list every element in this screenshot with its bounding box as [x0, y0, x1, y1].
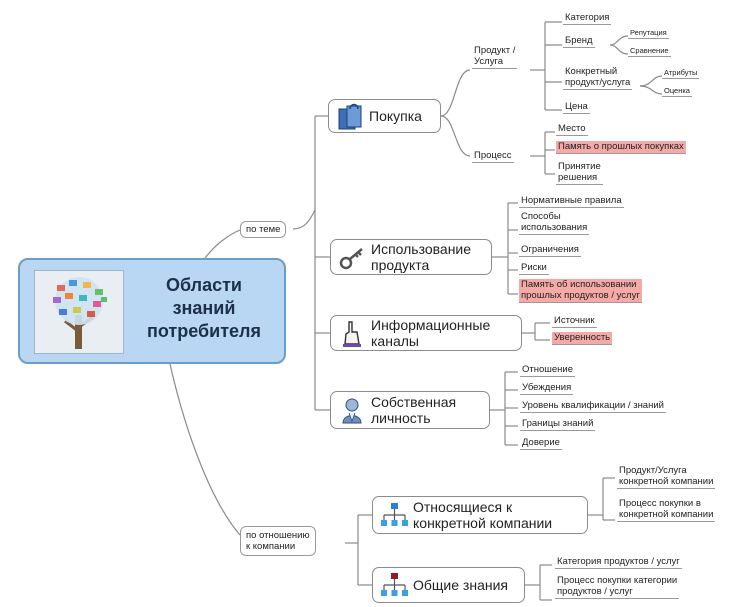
node-attitude[interactable]: Отношение	[520, 364, 576, 377]
node-usage-memory[interactable]: Память об использовании прошлых продукто…	[519, 279, 642, 303]
person-icon	[342, 398, 362, 424]
node-limitations[interactable]: Ограничения	[519, 244, 581, 257]
root-topic[interactable]: Области знаний потребителя	[18, 258, 286, 364]
node-general-purchase-process[interactable]: Процесс покупки категории продуктов / ус…	[555, 575, 680, 599]
topic-company-specific-label: Относящиеся к конкретной компании	[413, 499, 553, 531]
topic-self-label: Собственная личность	[371, 394, 457, 426]
node-company-purchase-process[interactable]: Процесс покупки в конкретной компании	[617, 498, 716, 522]
node-category[interactable]: Категория	[563, 12, 612, 25]
topic-company-specific[interactable]: Относящиеся к конкретной компании	[372, 496, 588, 534]
node-brand[interactable]: Бренд	[563, 35, 595, 48]
tree-illustration	[34, 270, 124, 354]
topic-purchase-label: Покупка	[369, 108, 422, 124]
node-past-purchase-memory[interactable]: Память о прошлых покупках	[556, 141, 686, 154]
node-price[interactable]: Цена	[563, 101, 590, 114]
branch-by-topic[interactable]: по теме	[240, 221, 287, 238]
topic-self[interactable]: Собственная личность	[330, 391, 490, 429]
node-norms[interactable]: Нормативные правила	[519, 195, 624, 208]
node-process[interactable]: Процесс	[472, 150, 514, 163]
branch-by-company[interactable]: по отношению к компании	[240, 526, 316, 556]
node-beliefs[interactable]: Убеждения	[520, 382, 574, 395]
key-icon	[339, 248, 363, 270]
node-product-service[interactable]: Продукт / Услуга	[472, 45, 518, 69]
shopping-bag-icon	[338, 103, 362, 130]
node-usage-methods[interactable]: Способы использования	[519, 211, 590, 235]
topic-info-channels-label: Информационные каналы	[371, 317, 491, 349]
node-general-category[interactable]: Категория продуктов / услуг	[555, 556, 682, 569]
node-confidence[interactable]: Уверенность	[552, 332, 613, 345]
node-decision[interactable]: Принятие решения	[556, 161, 603, 185]
node-evaluation[interactable]: Оценка	[662, 86, 692, 97]
node-reputation[interactable]: Репутация	[628, 28, 669, 39]
topic-general-knowledge[interactable]: Общие знания	[372, 567, 525, 603]
node-attributes[interactable]: Атрибуты	[662, 68, 700, 79]
node-comparison[interactable]: Сравнение	[628, 46, 671, 57]
root-title: Области знаний потребителя	[147, 275, 261, 341]
node-specific-product[interactable]: Конкретный продукт/услуга	[563, 66, 633, 90]
node-knowledge-limits[interactable]: Границы знаний	[520, 418, 596, 431]
hierarchy-icon	[381, 573, 408, 596]
org-chart-icon	[381, 503, 408, 526]
node-company-product[interactable]: Продукт/Услуга конкретной компании	[617, 465, 716, 489]
topic-product-usage-label: Использование продукта	[371, 241, 472, 273]
hand-pointer-icon	[343, 321, 361, 347]
node-source[interactable]: Источник	[552, 315, 597, 328]
node-place[interactable]: Место	[556, 123, 588, 136]
topic-info-channels[interactable]: Информационные каналы	[330, 315, 522, 351]
topic-purchase[interactable]: Покупка	[328, 99, 441, 133]
node-trust[interactable]: Доверие	[520, 437, 562, 450]
node-risks[interactable]: Риски	[519, 262, 549, 275]
topic-product-usage[interactable]: Использование продукта	[330, 239, 492, 275]
topic-general-knowledge-label: Общие знания	[413, 577, 508, 593]
node-skill-level[interactable]: Уровень квалификации / знаний	[520, 400, 666, 413]
